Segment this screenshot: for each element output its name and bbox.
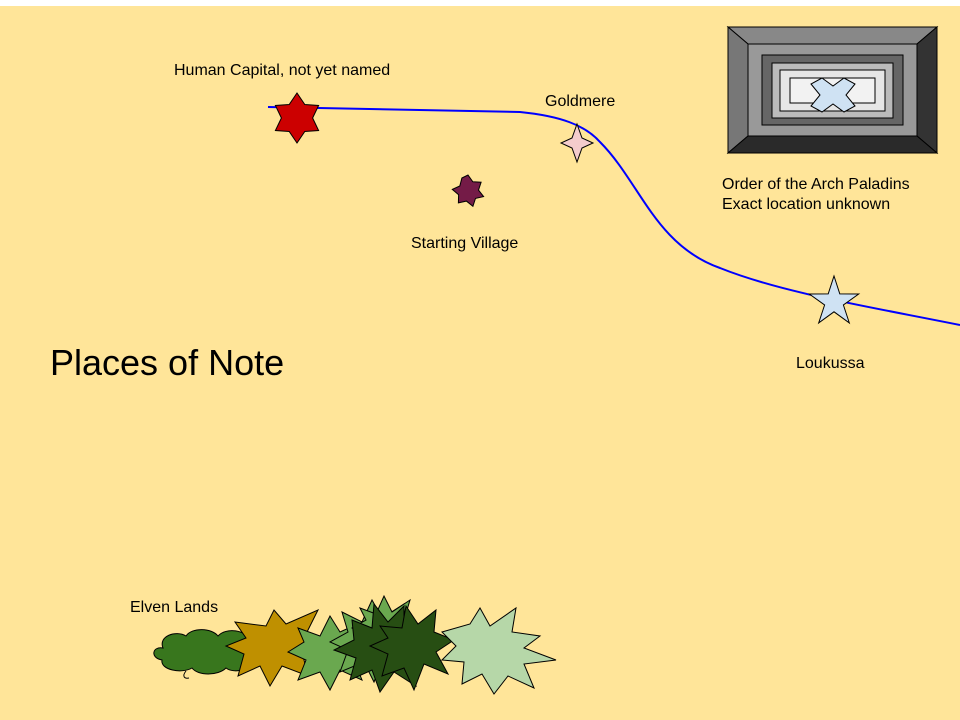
starting-village-label: Starting Village bbox=[411, 235, 519, 252]
six-point-star-icon[interactable] bbox=[274, 92, 320, 144]
order-label-line2: Exact location unknown bbox=[722, 196, 891, 213]
map-title: Places of Note bbox=[50, 342, 285, 383]
goldmere-label: Goldmere bbox=[545, 93, 616, 110]
four-point-star-icon[interactable] bbox=[559, 122, 595, 164]
five-point-star-icon[interactable] bbox=[807, 274, 861, 325]
human-capital-label: Human Capital, not yet named bbox=[174, 62, 391, 79]
seven-point-star-icon[interactable] bbox=[451, 174, 485, 208]
loukussa-label: Loukussa bbox=[796, 355, 865, 372]
bevel-x-icon[interactable] bbox=[726, 25, 939, 155]
forest-icon[interactable] bbox=[153, 594, 557, 695]
elven-lands-label: Elven Lands bbox=[130, 599, 219, 616]
order-label-line1: Order of the Arch Paladins bbox=[722, 176, 910, 193]
